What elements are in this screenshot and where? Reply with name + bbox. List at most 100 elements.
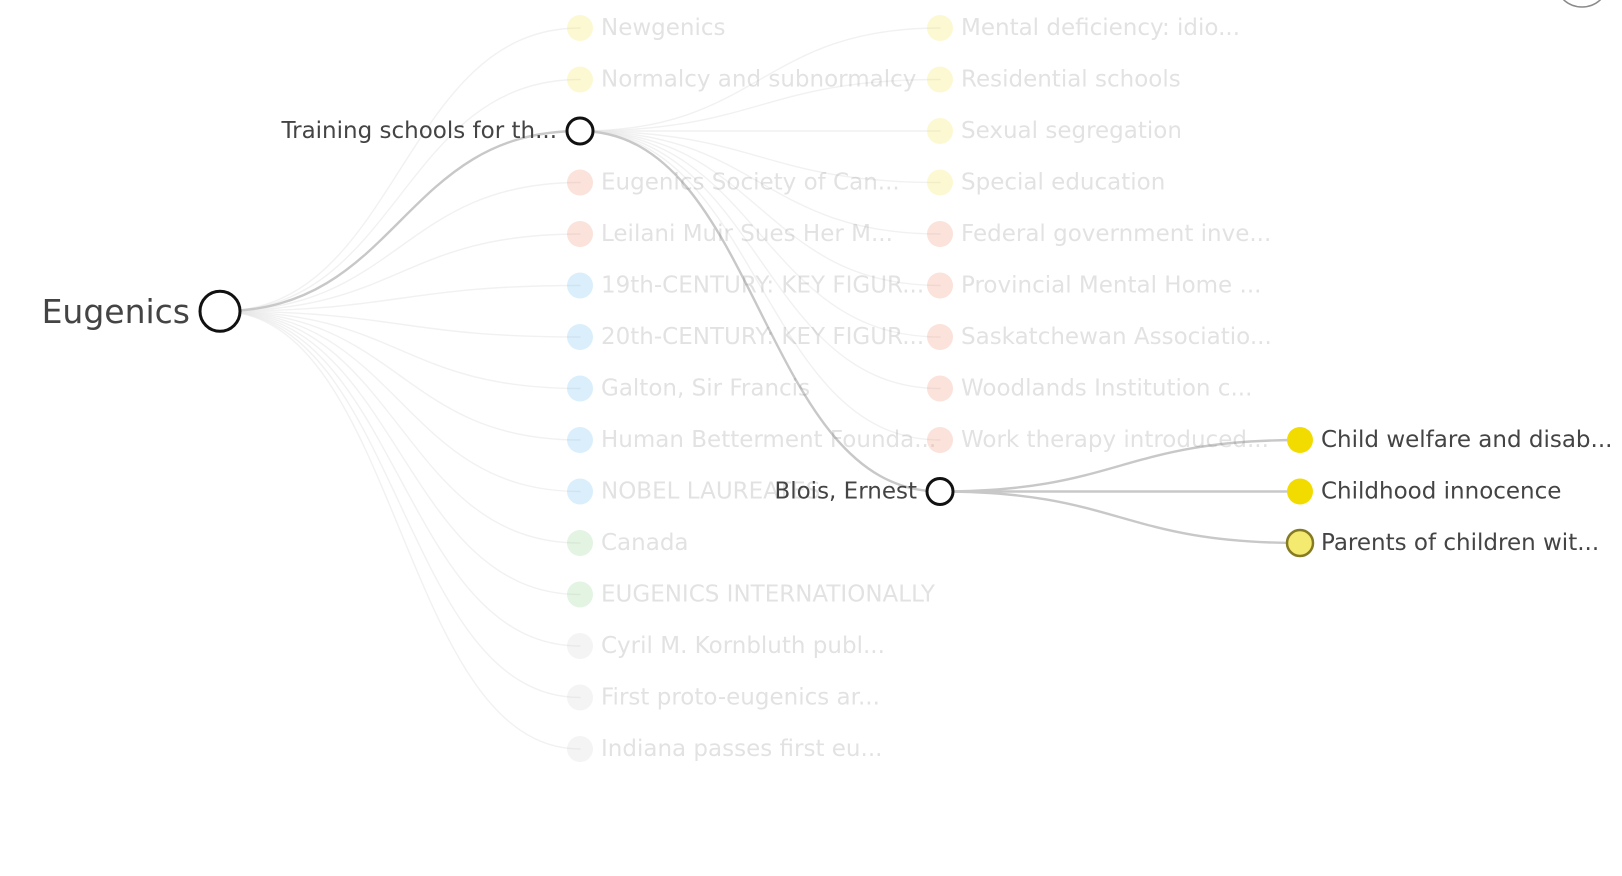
- faded-node-circle[interactable]: [927, 118, 953, 144]
- faded-links-layer: [219, 27, 941, 750]
- tree-node[interactable]: Galton, Sir Francis: [567, 375, 810, 402]
- faded-link: [219, 310, 581, 338]
- faded-node-circle[interactable]: [567, 375, 593, 402]
- tree-node[interactable]: Provincial Mental Home ...: [927, 272, 1261, 299]
- tree-node[interactable]: Mental deficiency: idio...: [927, 15, 1240, 41]
- node-label: Blois, Ernest: [774, 479, 917, 505]
- faded-node-circle[interactable]: [927, 272, 953, 299]
- tree-node[interactable]: Normalcy and subnormalcy: [567, 66, 916, 93]
- faded-link: [219, 310, 581, 699]
- node-label: Eugenics Society of Can...: [601, 170, 900, 196]
- tree-node[interactable]: 19th-CENTURY: KEY FIGUR...: [567, 272, 924, 299]
- node-label: Cyril M. Kornbluth publ...: [601, 633, 885, 659]
- tree-node[interactable]: Training schools for th...: [280, 116, 595, 146]
- faded-node-circle[interactable]: [927, 375, 953, 402]
- node-label: Human Betterment Founda...: [601, 427, 936, 453]
- tree-node[interactable]: Saskatchewan Associatio...: [927, 324, 1272, 350]
- selected-node-circle[interactable]: [1287, 427, 1313, 453]
- faded-node-circle[interactable]: [567, 581, 593, 608]
- tree-node[interactable]: Leilani Muir Sues Her M...: [567, 221, 893, 247]
- node-label: Leilani Muir Sues Her M...: [601, 221, 893, 247]
- faded-node-circle[interactable]: [567, 684, 593, 711]
- faded-link: [579, 130, 941, 441]
- expanded-node-circle[interactable]: [565, 116, 595, 146]
- tree-node[interactable]: Indiana passes first eu...: [567, 736, 882, 762]
- tree-node[interactable]: Parents of children wit...: [1285, 528, 1599, 558]
- faded-node-circle[interactable]: [567, 324, 593, 350]
- expanded-node-circle[interactable]: [198, 289, 242, 333]
- faded-link: [219, 310, 581, 441]
- tree-node[interactable]: Work therapy introduced...: [927, 427, 1269, 453]
- tree-node[interactable]: EUGENICS INTERNATIONALLY: [567, 581, 936, 608]
- faded-node-circle[interactable]: [927, 169, 953, 196]
- faded-node-circle[interactable]: [927, 324, 953, 350]
- node-label: Normalcy and subnormalcy: [601, 67, 916, 93]
- faded-link: [579, 130, 941, 184]
- faded-link: [579, 27, 941, 132]
- active-link: [218, 129, 582, 313]
- faded-link: [219, 310, 581, 596]
- tree-node[interactable]: Residential schools: [927, 66, 1181, 93]
- tree-node[interactable]: Childhood innocence: [1287, 478, 1561, 505]
- node-label: Special education: [961, 170, 1165, 196]
- node-label: Woodlands Institution c...: [961, 376, 1252, 402]
- faded-node-circle[interactable]: [927, 427, 953, 453]
- faded-node-circle[interactable]: [567, 169, 593, 196]
- faded-node-circle[interactable]: [927, 15, 953, 41]
- faded-node-circle[interactable]: [567, 221, 593, 247]
- expanded-node-circle[interactable]: [925, 477, 955, 506]
- tree-node[interactable]: NOBEL LAUREATES: [567, 478, 820, 505]
- root-node[interactable]: Eugenics: [42, 289, 242, 333]
- selected-node-circle[interactable]: [1287, 478, 1313, 505]
- node-label: Childhood innocence: [1321, 479, 1561, 505]
- faded-node-circle[interactable]: [567, 736, 593, 762]
- faded-node-circle[interactable]: [567, 530, 593, 556]
- tree-node[interactable]: Human Betterment Founda...: [567, 427, 936, 453]
- tree-node[interactable]: Child welfare and disab...: [1287, 427, 1612, 453]
- node-label: Parents of children wit...: [1321, 530, 1599, 556]
- node-label: NOBEL LAUREATES: [601, 479, 820, 505]
- node-label: EUGENICS INTERNATIONALLY: [601, 582, 936, 608]
- tree-node[interactable]: Blois, Ernest: [774, 477, 955, 506]
- corner-circle-icon[interactable]: [1555, 0, 1609, 8]
- node-label: Federal government inve...: [961, 221, 1271, 247]
- node-label: Mental deficiency: idio...: [961, 15, 1240, 41]
- faded-node-circle[interactable]: [567, 272, 593, 299]
- tree-node[interactable]: Woodlands Institution c...: [927, 375, 1252, 402]
- tree-node[interactable]: Eugenics Society of Can...: [567, 169, 900, 196]
- active-links-layer: [218, 129, 1302, 545]
- faded-link: [579, 78, 941, 132]
- faded-link: [219, 310, 581, 750]
- faded-link: [219, 233, 581, 312]
- tree-node[interactable]: Canada: [567, 530, 689, 556]
- faded-link: [219, 181, 581, 312]
- faded-node-circle[interactable]: [567, 427, 593, 453]
- faded-node-circle[interactable]: [567, 633, 593, 659]
- node-label: Saskatchewan Associatio...: [961, 324, 1272, 350]
- node-label: Work therapy introduced...: [961, 427, 1269, 453]
- faded-link: [579, 130, 941, 338]
- node-label: Sexual segregation: [961, 118, 1182, 144]
- faded-link: [219, 310, 581, 390]
- node-label: Canada: [601, 530, 689, 556]
- tree-node[interactable]: Sexual segregation: [927, 118, 1182, 144]
- faded-node-circle[interactable]: [567, 15, 593, 41]
- tree-node[interactable]: Federal government inve...: [927, 221, 1271, 247]
- tree-node[interactable]: Cyril M. Kornbluth publ...: [567, 633, 885, 659]
- node-label: 19th-CENTURY: KEY FIGUR...: [601, 273, 924, 299]
- node-label: Residential schools: [961, 67, 1181, 93]
- faded-node-circle[interactable]: [927, 221, 953, 247]
- focused-node-circle[interactable]: [1285, 528, 1315, 558]
- tree-node[interactable]: First proto-eugenics ar...: [567, 684, 880, 711]
- faded-link: [219, 284, 581, 312]
- faded-node-circle[interactable]: [927, 66, 953, 93]
- faded-node-circle[interactable]: [567, 66, 593, 93]
- faded-link: [219, 27, 581, 312]
- tree-node[interactable]: Special education: [927, 169, 1165, 196]
- tree-node[interactable]: 20th-CENTURY: KEY FIGUR...: [567, 324, 924, 350]
- node-label: Child welfare and disab...: [1321, 427, 1612, 453]
- faded-node-circle[interactable]: [567, 478, 593, 505]
- faded-link: [219, 310, 581, 493]
- tree-node[interactable]: Newgenics: [567, 15, 726, 41]
